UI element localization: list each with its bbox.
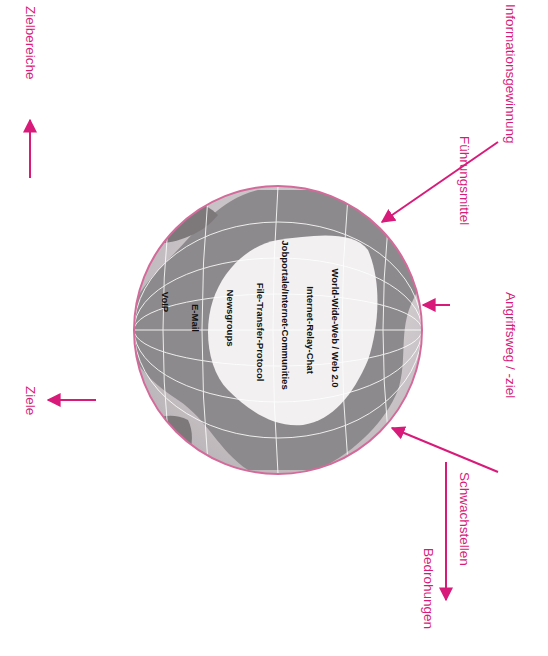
service-label: E-Mail — [190, 304, 200, 332]
pink-label: Informationsgewinnung — [503, 4, 518, 144]
service-label: File-Transfer-Protocol — [255, 283, 265, 382]
globe — [128, 186, 424, 480]
service-label: World-Wide-Web / Web 2.0 — [330, 268, 340, 387]
arrows — [30, 120, 498, 600]
arrow — [445, 462, 447, 600]
pink-label: Zielbereiche — [23, 6, 38, 80]
globe-outline — [133, 185, 423, 475]
service-label: Jobportale/Internet-Communities — [280, 240, 290, 389]
pink-label: Angriffsweg / -ziel — [503, 292, 518, 398]
service-label: VoIP — [160, 292, 170, 312]
pink-label: Bedrohungen — [421, 548, 436, 629]
arrow — [423, 304, 450, 306]
globe-node: World-Wide-Web / Web 2.0 Internet-Relay-C… — [133, 185, 423, 475]
arrow — [29, 120, 31, 178]
arrow — [382, 142, 498, 222]
service-label: Newsgroups — [225, 289, 235, 346]
pink-label: Schwachstellen — [457, 472, 472, 566]
arrow — [48, 399, 96, 401]
pink-label: Führungsmittel — [457, 136, 472, 225]
service-label: Internet-Relay-Chat — [305, 286, 315, 374]
pink-label: Ziele — [23, 386, 38, 415]
